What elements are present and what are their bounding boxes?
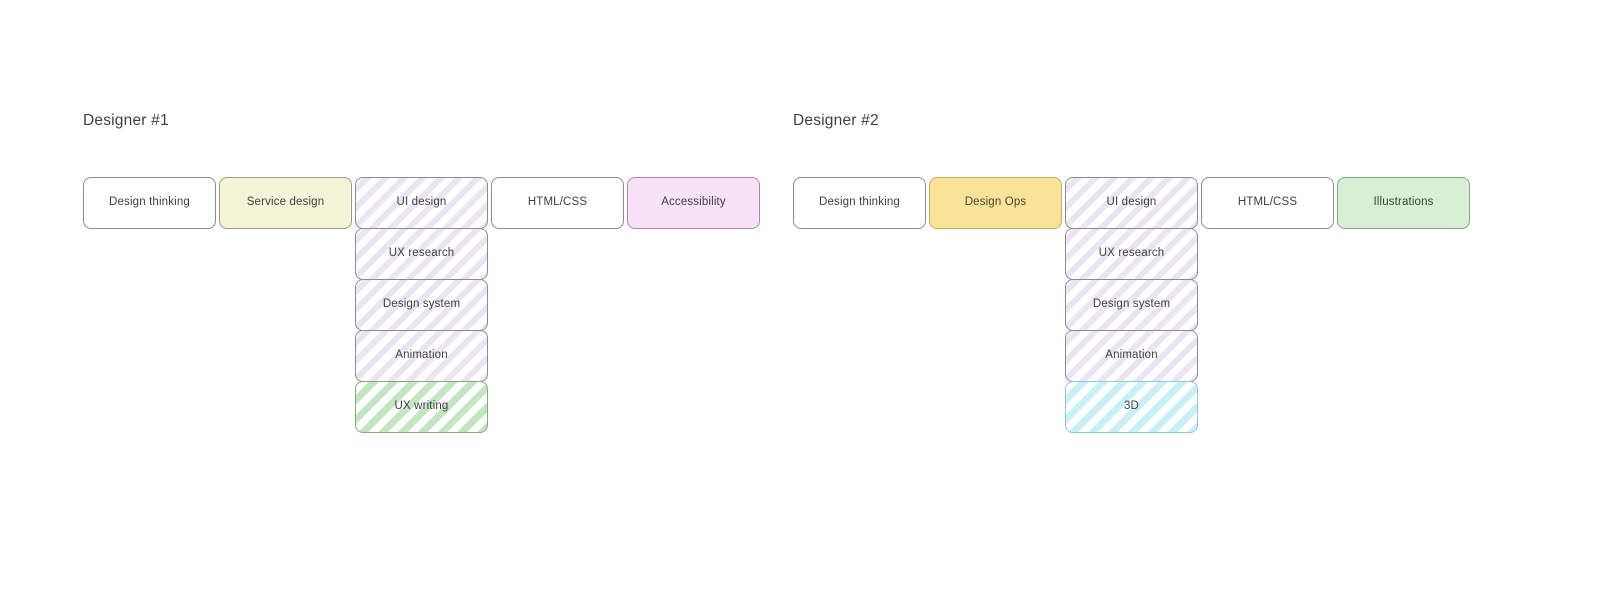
skill-card[interactable]: UX writing — [355, 381, 488, 433]
skill-card-label: Design system — [1092, 298, 1171, 311]
skill-card-label: UI design — [396, 196, 447, 209]
skill-card-label: UX writing — [394, 400, 449, 413]
skill-column: Design Ops — [929, 177, 1062, 229]
skill-card[interactable]: Accessibility — [627, 177, 760, 229]
skill-card[interactable]: Service design — [219, 177, 352, 229]
skill-card[interactable]: Illustrations — [1337, 177, 1470, 229]
skill-card-label: Design thinking — [819, 196, 900, 209]
skill-card-label: UI design — [1106, 196, 1157, 209]
skill-card-label: 3D — [1123, 400, 1139, 413]
skill-card-label: HTML/CSS — [1237, 196, 1298, 209]
skill-column: HTML/CSS — [491, 177, 624, 229]
skill-card[interactable]: Design thinking — [83, 177, 216, 229]
skill-card-label: HTML/CSS — [527, 196, 588, 209]
skill-card[interactable]: Design system — [1065, 279, 1198, 331]
skill-card[interactable]: UX research — [1065, 228, 1198, 280]
skill-column: Design thinking — [793, 177, 926, 229]
skill-card-label: Design system — [382, 298, 461, 311]
skill-card[interactable]: HTML/CSS — [1201, 177, 1334, 229]
skill-card-label: Design thinking — [109, 196, 190, 209]
skill-card-label: UX research — [388, 247, 455, 260]
skill-card[interactable]: UI design — [1065, 177, 1198, 229]
skill-card[interactable]: Design system — [355, 279, 488, 331]
skill-card[interactable]: HTML/CSS — [491, 177, 624, 229]
skill-card-label: Service design — [246, 196, 325, 209]
skill-card[interactable]: UI design — [355, 177, 488, 229]
skill-card-label: Animation — [1105, 349, 1158, 362]
skill-card[interactable]: Animation — [1065, 330, 1198, 382]
skill-column: Design thinking — [83, 177, 216, 229]
skill-card-label: UX research — [1098, 247, 1165, 260]
skill-column: Illustrations — [1337, 177, 1470, 229]
skill-card-label: Design Ops — [964, 196, 1027, 209]
skill-card[interactable]: Design Ops — [929, 177, 1062, 229]
skill-card-label: Illustrations — [1373, 196, 1434, 209]
skill-card[interactable]: UX research — [355, 228, 488, 280]
skill-column: HTML/CSS — [1201, 177, 1334, 229]
skill-column: Service design — [219, 177, 352, 229]
skill-columns: Design thinking Design Ops UI design UX res… — [793, 177, 1470, 433]
skill-card[interactable]: 3D — [1065, 381, 1198, 433]
skill-card[interactable]: Animation — [355, 330, 488, 382]
skill-card-label: Accessibility — [661, 196, 726, 209]
skill-column: Accessibility — [627, 177, 760, 229]
skill-card[interactable]: Design thinking — [793, 177, 926, 229]
skill-card-label: Animation — [395, 349, 448, 362]
